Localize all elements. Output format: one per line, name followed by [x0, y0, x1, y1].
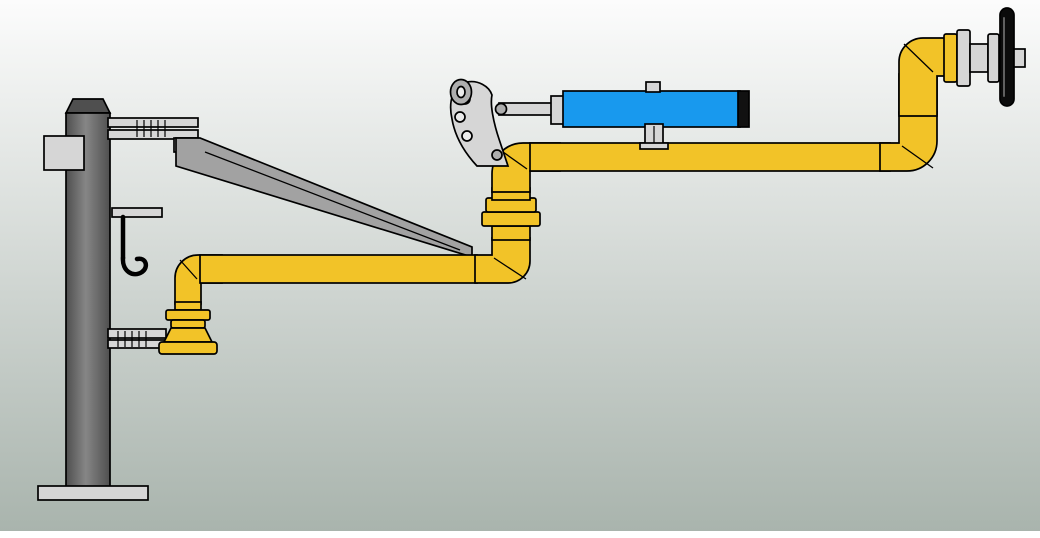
inlet-flange-disc: [170, 319, 206, 329]
inlet-base-flange: [158, 341, 218, 355]
column-body: [65, 112, 111, 488]
lower-arm-pipe: [199, 254, 478, 284]
lower-arm-group: [158, 187, 541, 355]
background-footer-strip: [0, 531, 1040, 538]
miter-seam: [901, 145, 934, 169]
miter-seam: [179, 259, 198, 280]
riser-neck: [491, 225, 531, 241]
inlet-flange-disc: [165, 309, 211, 321]
link-plate-hole: [454, 111, 466, 123]
drain-crank-hook: [120, 255, 149, 277]
junction-box: [43, 135, 85, 171]
cylinder-end-cap: [737, 90, 750, 128]
link-plate-hole: [461, 130, 473, 142]
cylinder-body: [562, 90, 741, 128]
cylinder-top-fitting: [645, 81, 661, 93]
base-plate: [37, 485, 149, 501]
valve-stem-tip: [1013, 48, 1026, 68]
swivel-disc: [481, 211, 541, 227]
support-post-foot: [639, 142, 669, 150]
link-lower-pin: [491, 149, 503, 161]
miter-seam: [493, 257, 527, 280]
upper-arm-group: [491, 33, 958, 193]
upper-arm-pipe: [529, 142, 891, 172]
outlet-flange: [943, 33, 958, 83]
support-boom-group: [175, 137, 473, 259]
miter-seam: [903, 43, 934, 73]
drain-bracket-shelf: [111, 207, 163, 218]
column-cap: [64, 98, 112, 114]
balance-cylinder-group: [449, 78, 750, 167]
cylinder-head: [550, 95, 565, 125]
valve-spool: [969, 43, 989, 73]
support-column-group: [37, 98, 149, 501]
inlet-neck: [174, 301, 202, 311]
lower-bracket-bar: [107, 339, 167, 349]
inlet-bell: [162, 327, 214, 343]
artwork-layer: [37, 7, 1026, 501]
rod-pin: [494, 102, 508, 116]
upper-bracket-bar: [107, 117, 199, 128]
valve-handwheel: [999, 7, 1015, 107]
lower-bracket-bar: [107, 328, 167, 339]
valve-flange-plate: [987, 33, 1000, 83]
valve-flange-plate: [956, 29, 971, 87]
boom-edge-line: [204, 151, 461, 251]
upper-bracket-bar: [107, 129, 199, 140]
shackle-inner: [456, 85, 466, 99]
outlet-valve-group: [956, 7, 1026, 107]
